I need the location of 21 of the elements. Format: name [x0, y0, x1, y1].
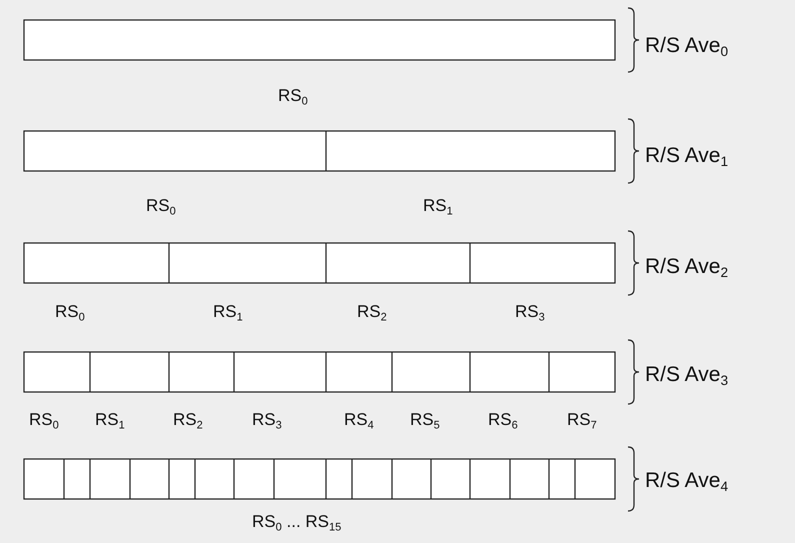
segment-label: RS$_{1}$: [213, 302, 243, 325]
segment-label: RS$_{5}$: [410, 410, 440, 433]
segment-label: RS$_{0}$: [55, 302, 85, 325]
segment-label: RS$_{3}$: [252, 410, 282, 433]
row-label: R/S Ave$_{2}$: [645, 254, 728, 282]
segment-label: RS$_{6}$: [488, 410, 518, 433]
segment-label: RS$_{0}$: [29, 410, 59, 433]
segment-label: RS$_{0}$: [146, 196, 176, 219]
segment-label: RS$_{0}$: [278, 86, 308, 109]
segment-label: RS$_{1}$: [423, 196, 453, 219]
row-label: R/S Ave$_{3}$: [645, 362, 728, 390]
segment-label: RS$_{2}$: [173, 410, 203, 433]
segment-label: RS$_{2}$: [357, 302, 387, 325]
row-label: R/S Ave$_{1}$: [645, 143, 728, 170]
segment-label: RS$_{0}$ ... RS$_{15}$: [252, 512, 342, 535]
row-label: R/S Ave$_{0}$: [645, 33, 728, 60]
segment-label: RS$_{7}$: [567, 410, 597, 433]
segment-label: RS$_{4}$: [344, 410, 374, 433]
row-label: R/S Ave$_{4}$: [645, 468, 728, 496]
segment-label: RS$_{3}$: [515, 302, 545, 325]
segment-label: RS$_{1}$: [95, 410, 125, 433]
